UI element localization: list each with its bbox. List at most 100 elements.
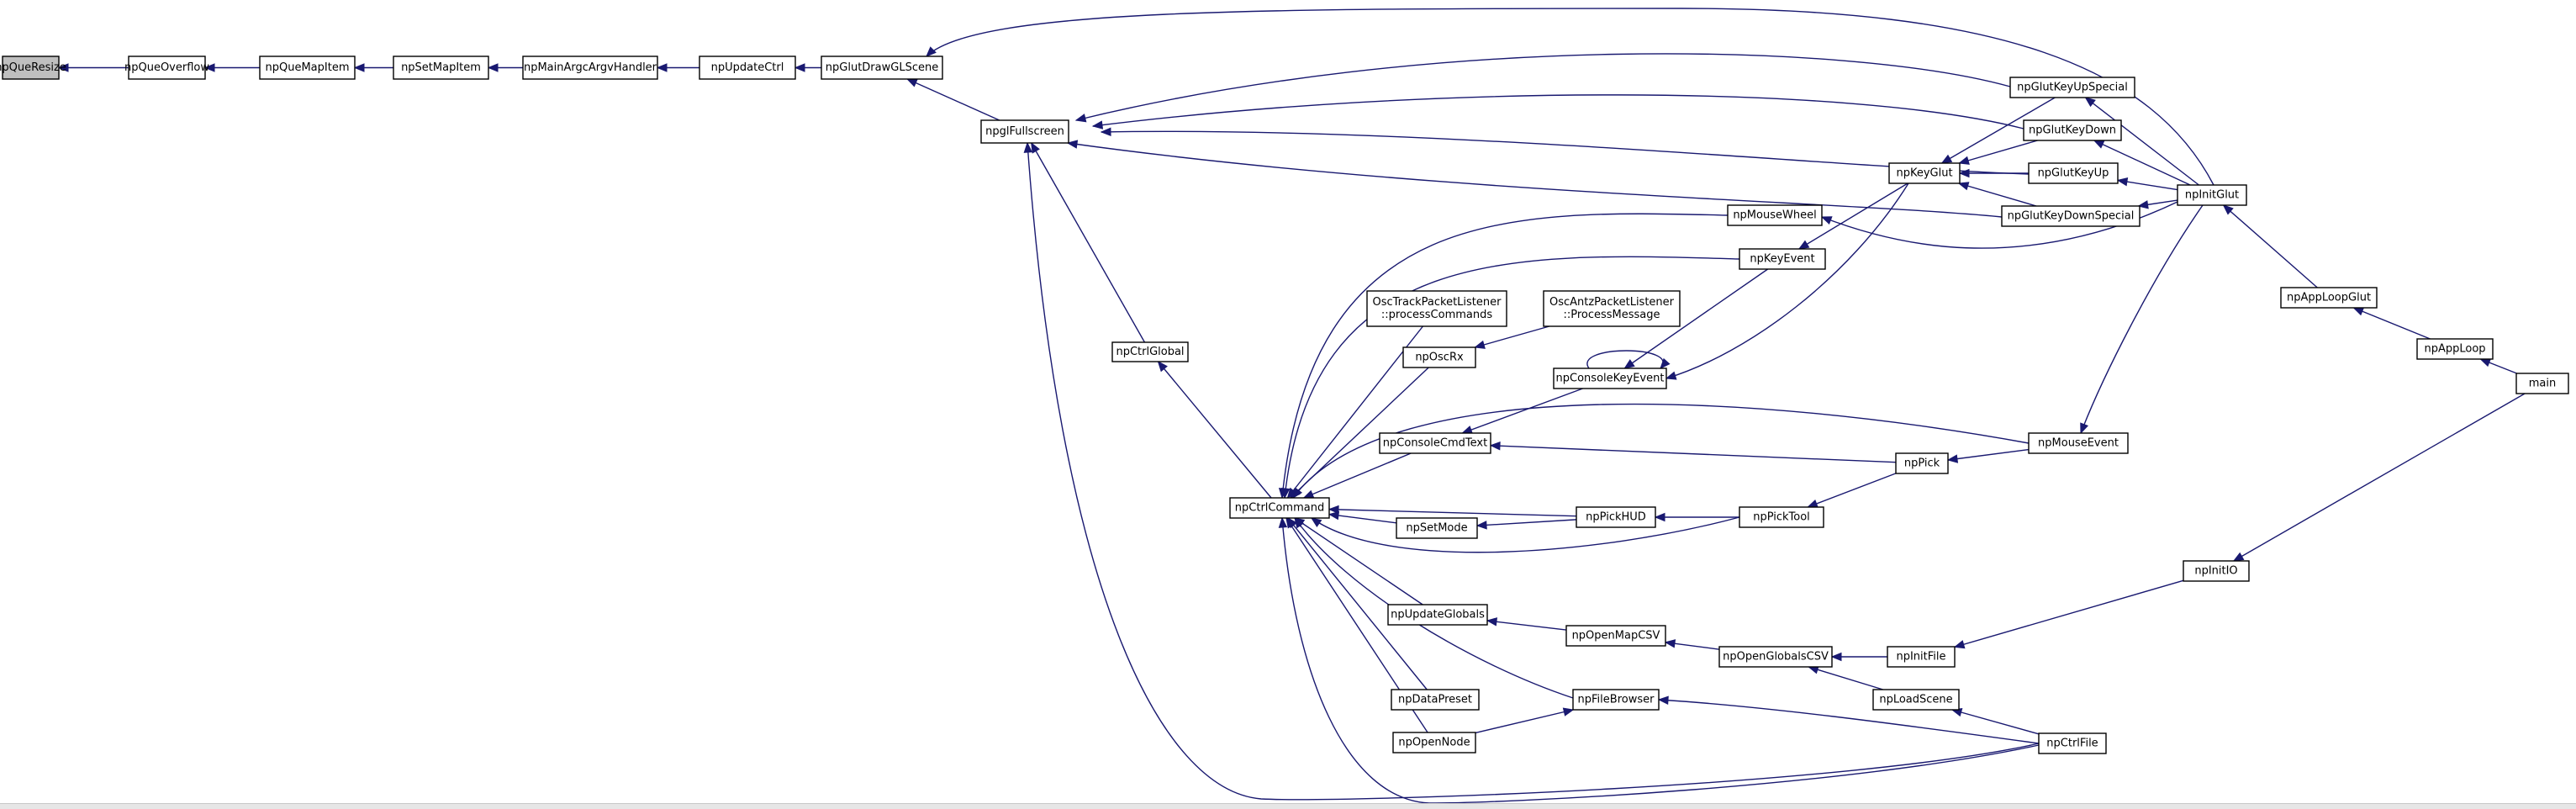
call-edge-npGlutKeyUpSpecial-to-npKeyGlut	[1940, 97, 2056, 164]
call-edge-npGlutDrawGLScene-to-npUpdateCtrl	[794, 63, 821, 72]
function-node-npInitGlut[interactable]: npInitGlut	[2177, 184, 2247, 206]
call-edge-npQueMapItem-to-npQueOverflow	[203, 63, 260, 72]
function-label: npQueResize	[0, 61, 66, 74]
function-label: npGlutKeyUpSpecial	[2017, 82, 2128, 94]
function-label: npCtrlGlobal	[1116, 346, 1184, 358]
function-label: npQueMapItem	[266, 61, 350, 74]
function-node-npglFullscreen[interactable]: npglFullscreen	[980, 119, 1069, 144]
call-edge-OscTrackPacketListener-to-npCtrlCommand	[1286, 325, 1423, 500]
call-edge-npInitGlut-to-npGlutKeyUpSpecial	[2084, 97, 2199, 186]
function-node-npKeyEvent[interactable]: npKeyEvent	[1739, 248, 1826, 270]
function-label: npGlutKeyDown	[2029, 124, 2116, 137]
horizontal-scrollbar[interactable]	[0, 803, 2576, 809]
call-edge-npPickTool-to-npCtrlCommand	[1310, 516, 1740, 553]
function-node-npUpdateCtrl[interactable]: npUpdateCtrl	[699, 56, 796, 80]
function-node-main[interactable]: main	[2515, 373, 2569, 394]
call-edge-npGlutKeyUpSpecial-to-npglFullscreen	[1074, 53, 2011, 123]
function-node-npOpenNode[interactable]: npOpenNode	[1392, 732, 1476, 753]
call-edge-npPickHUD-to-npCtrlCommand	[1328, 505, 1577, 517]
function-node-OscAntzPacketListener[interactable]: OscAntzPacketListener::ProcessMessage	[1543, 290, 1681, 327]
function-node-npSetMapItem[interactable]: npSetMapItem	[393, 56, 489, 80]
call-edge-npAppLoopGlut-to-npInitGlut	[2222, 204, 2318, 288]
function-label: npOpenGlobalsCSV	[1723, 651, 1829, 664]
call-edge-npMouseEvent-to-npPick	[1946, 448, 2030, 463]
function-node-npPickTool[interactable]: npPickTool	[1739, 506, 1824, 528]
call-edge-npOpenGlobalsCSV-to-npOpenMapCSV	[1664, 639, 1720, 650]
function-node-npSetMode[interactable]: npSetMode	[1396, 517, 1478, 539]
call-edge-npGlutKeyDown-to-npglFullscreen	[1091, 94, 2024, 130]
function-label: ::ProcessMessage	[1563, 309, 1660, 321]
call-edge-npPickHUD-to-npSetMode	[1475, 519, 1577, 530]
function-node-npDataPreset[interactable]: npDataPreset	[1391, 689, 1480, 711]
call-edge-npAppLoop-to-npAppLoopGlut	[2352, 307, 2431, 340]
function-node-npUpdateGlobals[interactable]: npUpdateGlobals	[1387, 604, 1488, 626]
function-node-npOpenGlobalsCSV[interactable]: npOpenGlobalsCSV	[1718, 646, 1833, 668]
call-edge-npInitGlut-to-npMouseEvent	[2080, 204, 2204, 435]
function-label: npMouseEvent	[2038, 437, 2119, 450]
function-node-npAppLoopGlut[interactable]: npAppLoopGlut	[2280, 287, 2378, 309]
function-label: npSetMode	[1406, 522, 1467, 535]
call-edge-npConsoleCmdText-to-npCtrlCommand	[1302, 452, 1412, 499]
call-edge-npGlutKeyDownSpecial-to-npKeyGlut	[1957, 182, 2037, 207]
function-node-npPickHUD[interactable]: npPickHUD	[1576, 506, 1656, 528]
function-node-npOpenMapCSV[interactable]: npOpenMapCSV	[1565, 625, 1666, 647]
function-node-npMouseWheel[interactable]: npMouseWheel	[1727, 204, 1823, 226]
function-node-npConsoleCmdText[interactable]: npConsoleCmdText	[1379, 432, 1491, 454]
call-edge-npCtrlFile-to-npglFullscreen	[1023, 141, 2040, 801]
function-node-npCtrlCommand[interactable]: npCtrlCommand	[1229, 497, 1330, 519]
call-edge-main-to-npInitIO	[2232, 393, 2526, 562]
function-label: npFileBrowser	[1578, 694, 1655, 706]
call-edge-npCtrlFile-to-npFileBrowser	[1657, 695, 2040, 744]
function-node-npMouseEvent[interactable]: npMouseEvent	[2028, 432, 2129, 454]
call-edge-npLoadScene-to-npOpenGlobalsCSV	[1808, 665, 1883, 690]
call-edge-npCtrlCommand-to-npCtrlGlobal	[1157, 360, 1272, 499]
call-edge-npCtrlFile-to-npLoadScene	[1950, 708, 2040, 735]
call-edge-npUpdateCtrl-to-npMainArgcArgvHandler	[656, 63, 699, 72]
function-node-npPick[interactable]: npPick	[1895, 452, 1949, 474]
function-node-npAppLoop[interactable]: npAppLoop	[2416, 338, 2494, 360]
call-edge-npCtrlGlobal-to-npglFullscreen	[1031, 141, 1146, 343]
function-node-npInitIO[interactable]: npInitIO	[2183, 560, 2250, 582]
call-edge-npSetMapItem-to-npQueMapItem	[353, 63, 393, 72]
function-label: npGlutKeyDownSpecial	[2008, 210, 2135, 223]
function-node-npCtrlFile[interactable]: npCtrlFile	[2038, 732, 2107, 754]
call-edge-npSetMode-to-npCtrlCommand	[1328, 510, 1397, 524]
call-edge-npglFullscreen-to-npGlutDrawGLScene	[905, 78, 1000, 121]
function-label: npglFullscreen	[985, 125, 1064, 138]
function-node-npQueMapItem[interactable]: npQueMapItem	[259, 56, 356, 80]
function-node-npMainArgcArgvHandler[interactable]: npMainArgcArgvHandler	[522, 56, 658, 80]
function-node-npLoadScene[interactable]: npLoadScene	[1872, 689, 1960, 711]
function-node-npGlutKeyDown[interactable]: npGlutKeyDown	[2023, 119, 2122, 141]
function-label: npOpenNode	[1398, 737, 1470, 749]
function-label: npInitIO	[2194, 565, 2237, 578]
function-label: ::processCommands	[1381, 309, 1493, 321]
call-edge-npQueOverflow-to-npQueResize	[57, 63, 129, 72]
call-edge-npMouseEvent-to-npCtrlCommand	[1292, 403, 2030, 500]
function-node-npInitFile[interactable]: npInitFile	[1887, 646, 1956, 668]
call-edge-OscAntzPacketListener-to-npOscRx	[1474, 325, 1549, 349]
call-edge-npConsoleKeyEvent-to-npConsoleKeyEvent	[1586, 350, 1671, 369]
function-label: npUpdateCtrl	[711, 61, 784, 74]
call-edge-npInitGlut-to-npGlutKeyUp	[2116, 177, 2178, 191]
function-node-npGlutKeyUpSpecial[interactable]: npGlutKeyUpSpecial	[2009, 77, 2135, 98]
function-label: npPickTool	[1753, 511, 1810, 524]
function-node-npGlutKeyDownSpecial[interactable]: npGlutKeyDownSpecial	[2001, 205, 2141, 227]
function-node-npKeyGlut[interactable]: npKeyGlut	[1888, 162, 1961, 184]
function-node-OscTrackPacketListener[interactable]: OscTrackPacketListener::processCommands	[1366, 290, 1507, 327]
function-node-npQueResize[interactable]: npQueResize	[0, 56, 66, 80]
function-node-npGlutKeyUp[interactable]: npGlutKeyUp	[2028, 162, 2119, 184]
function-node-npQueOverflow[interactable]: npQueOverflow	[124, 56, 209, 80]
function-node-npConsoleKeyEvent[interactable]: npConsoleKeyEvent	[1553, 367, 1667, 389]
function-node-npFileBrowser[interactable]: npFileBrowser	[1572, 689, 1660, 711]
function-label: npConsoleCmdText	[1383, 437, 1487, 450]
function-label: npGlutKeyUp	[2038, 167, 2109, 180]
function-label: npLoadScene	[1879, 694, 1952, 706]
function-node-npGlutDrawGLScene[interactable]: npGlutDrawGLScene	[821, 56, 943, 80]
call-edge-npKeyGlut-to-npConsoleKeyEvent	[1665, 182, 1909, 380]
function-label: main	[2529, 378, 2556, 390]
function-node-npCtrlGlobal[interactable]: npCtrlGlobal	[1111, 341, 1189, 362]
call-edge-npGlutKeyDownSpecial-to-npglFullscreen	[1066, 140, 2003, 218]
function-nodes: npQueResize npQueOverflow npQueMapItem npSe…	[0, 56, 2569, 754]
function-node-npOscRx[interactable]: npOscRx	[1402, 346, 1476, 368]
